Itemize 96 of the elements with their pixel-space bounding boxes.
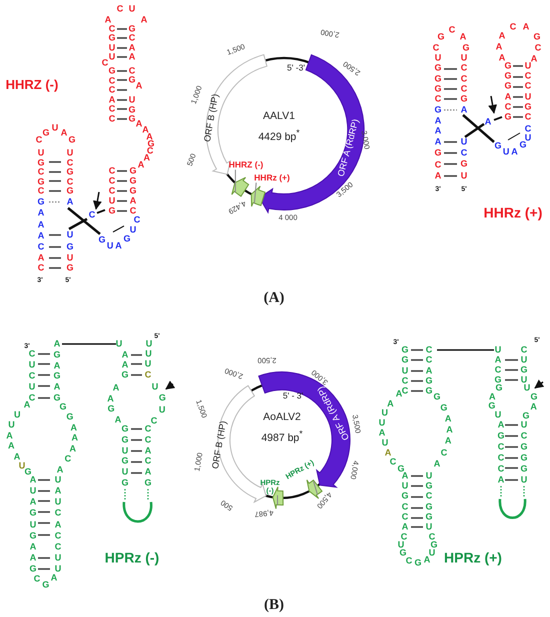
nucleotide-sequence: U G <box>66 252 74 274</box>
nucleotide-sequence: G A A A <box>434 104 442 148</box>
nucleotide-sequence: U C G C G <box>66 147 74 197</box>
nucleotide-sequence: U G G G C <box>434 52 442 105</box>
nucleotide-sequence: C C C U G <box>108 165 116 217</box>
nucleotide-sequence: C C A G G <box>425 344 433 397</box>
nucleotide-sequence: C <box>101 57 108 69</box>
leader-line <box>234 169 236 193</box>
nucleotide-sequence: C U G U <box>520 344 528 384</box>
nucleotide-sequence: G <box>462 42 470 54</box>
nucleotide-sequence: G U A G <box>98 233 131 252</box>
nucleotide-sequence: C A <box>509 21 530 33</box>
nucleotide-sequence: U C C U G C <box>524 60 532 123</box>
nucleotide-sequence: U G A G <box>522 382 538 421</box>
nucleotide-sequence: G G U C C <box>402 344 409 396</box>
nucleotide-sequence: U C G G G U <box>520 419 528 486</box>
orientation-label: 5' - 3' <box>282 391 304 401</box>
nucleotide-sequence: A A A <box>495 30 506 62</box>
nucleotide-sequence: C U <box>524 123 532 142</box>
nucleotide-sequence: G U A G <box>494 140 526 158</box>
nucleotide-sequence: U C <box>460 136 468 159</box>
nucleotide-sequence: C <box>88 209 96 221</box>
nucleotide-sequence: U A C G <box>494 344 502 384</box>
nucleotide-sequence: U C C C G <box>460 52 468 105</box>
nucleotide-sequence: A U A G U G A A G <box>30 474 37 575</box>
nucleotide-sequence: U G U C <box>150 381 166 426</box>
nucleotide-sequence: A G C C C A <box>497 419 505 486</box>
orf-label: ORF B (HP) <box>202 93 222 143</box>
nucleotide-sequence: C <box>432 42 440 54</box>
nucleotide-sequence: C U G C G A U G C <box>397 531 438 569</box>
nucleotide-sequence: C <box>144 369 152 381</box>
panel-label: (B) <box>264 596 284 614</box>
ribozyme-marker <box>231 176 250 197</box>
nucleotide-sequence: A <box>484 116 492 128</box>
ribozyme-label: HHRz (+) <box>254 173 290 183</box>
nucleotide-sequence: G A G U <box>488 382 503 421</box>
ribozyme-title: HPRz (-) <box>104 550 160 566</box>
nucleotide-sequence: C G <box>389 456 404 474</box>
nucleotide-sequence: A <box>135 80 143 92</box>
nucleotide-sequence: G G A A A C A <box>433 391 454 470</box>
genome-length: 4987 bp$^{*}$ <box>261 429 303 445</box>
nucleotide-sequence: G C A <box>437 24 467 43</box>
nucleotide-sequence: G C A <box>530 31 542 64</box>
nucleotide-sequence: A C <box>37 252 45 274</box>
nucleotide-sequence: G C A A <box>128 23 136 63</box>
nucleotide-sequence: C G U A G <box>35 122 76 146</box>
nucleotide-sequence: G C C A C C <box>108 65 116 125</box>
nucleotide-sequence: A A G A <box>106 382 122 426</box>
ribozyme-title: HHRZ (-) <box>6 78 58 92</box>
nucleotide-sequence: U G C G G U <box>425 470 433 533</box>
nucleotide-sequence: A <box>460 104 468 116</box>
nucleotide-sequence: A U U A A A <box>5 400 30 462</box>
ribozyme-marker <box>272 486 284 510</box>
orf-label: ORF A (RdRP) <box>336 118 362 178</box>
nucleotide-sequence: A C U A <box>104 3 148 25</box>
orf-label: ORF B (HP) <box>210 420 230 470</box>
nucleotide-sequence: C G <box>128 65 136 86</box>
nucleotide-sequence: U U U <box>144 338 153 370</box>
nucleotide-sequence: A A G <box>121 349 129 381</box>
nucleotide-sequence: G U <box>460 158 468 182</box>
nucleotide-sequence: U A U C A C C U U <box>54 474 62 574</box>
nucleotide-sequence: C G U U <box>108 23 116 63</box>
nucleotide-sequence: G C A <box>434 147 442 182</box>
nucleotide-sequence: U <box>115 338 123 350</box>
leader-line <box>313 480 318 495</box>
nucleotide-sequence: G G A A A C A <box>56 401 79 476</box>
leader-line <box>254 182 257 204</box>
nucleotide-sequence: A G A G A G <box>53 338 61 403</box>
nucleotide-sequence: C C A C A G <box>144 424 152 489</box>
ribozyme-marker <box>250 186 266 207</box>
nucleotide-sequence: A A A G C A A <box>136 118 155 170</box>
ribozyme-label: HHRZ (-) <box>228 160 264 170</box>
nucleotide-sequence: G G G A C <box>129 165 137 216</box>
ribozyme-title: HPRz (+) <box>444 550 502 566</box>
nucleotide-sequence: U G C G C <box>37 147 45 197</box>
leader-line <box>277 494 278 506</box>
nucleotide-sequence: A <box>384 447 392 458</box>
nucleotide-sequence: U G <box>66 229 74 253</box>
nucleotide-sequence: G <box>24 466 32 476</box>
nucleotide-sequence: C U C U C <box>28 348 36 402</box>
nucleotide-sequence: C G A <box>33 572 58 592</box>
nucleotide-sequence: G A A A C <box>37 196 45 253</box>
nucleotide-sequence: A A U U A U <box>378 388 402 449</box>
nucleotide-sequence: A <box>66 196 74 208</box>
nucleotide-sequence: G G U G U G <box>121 423 129 489</box>
ribozyme-title: HHRz (+) <box>484 205 542 221</box>
genome-name: AALV1 <box>263 111 295 123</box>
panel-label: (A) <box>264 290 284 306</box>
genome-length: 4429 bp$^{*}$ <box>258 128 300 144</box>
nucleotide-sequence: G G G A C G <box>504 60 512 123</box>
nucleotide-sequence: U <box>18 460 26 470</box>
orientation-label: 5' -3' <box>287 63 305 73</box>
genome-name: AoALV2 <box>263 412 301 424</box>
nucleotide-sequence: A U G C C A <box>402 470 409 533</box>
nucleotide-sequence: U G G <box>128 94 136 125</box>
nucleotide-sequence: C U <box>129 214 141 235</box>
